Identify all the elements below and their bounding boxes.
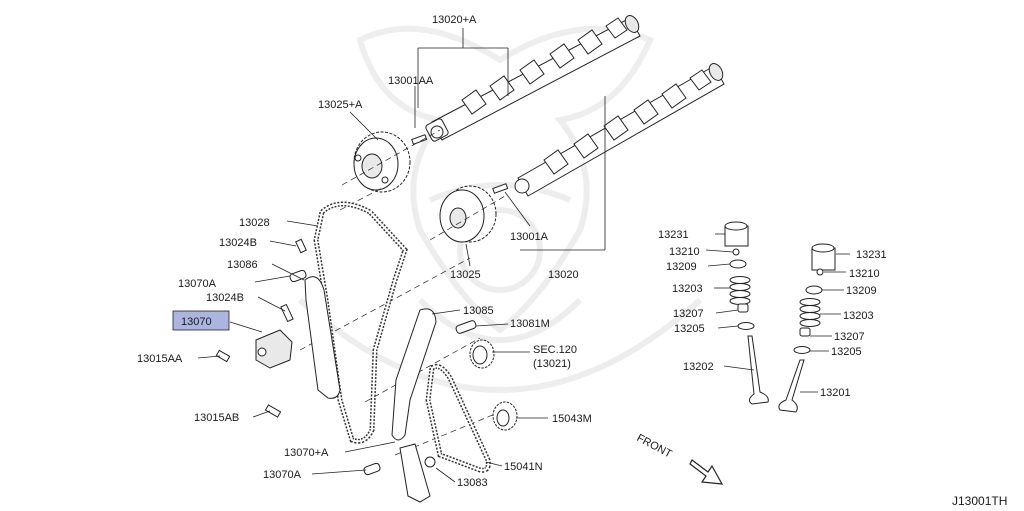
label-13205-left[interactable]: 13205 <box>674 323 705 335</box>
label-13086[interactable]: 13086 <box>227 259 258 271</box>
label-13209-right[interactable]: 13209 <box>846 285 877 297</box>
label-13083[interactable]: 13083 <box>457 477 488 489</box>
pin-13070a-2[interactable] <box>363 462 381 476</box>
label-13015aa[interactable]: 13015AA <box>137 353 183 365</box>
label-13020a[interactable]: 13020+A <box>432 14 477 26</box>
label-13025a[interactable]: 13025+A <box>318 99 363 111</box>
label-13201[interactable]: 13201 <box>820 387 851 399</box>
crank-sprocket-sec120[interactable] <box>469 339 495 369</box>
dowel-pin-13001aa[interactable] <box>411 134 428 145</box>
sprocket-13025a[interactable] <box>353 131 411 193</box>
tensioner-arm-13085[interactable] <box>391 308 437 441</box>
bolt-13015ab[interactable] <box>264 404 282 418</box>
label-13015ab[interactable]: 13015AB <box>194 412 239 424</box>
pin-13070a-1[interactable] <box>289 269 307 283</box>
diagram-code: J13001TH <box>952 494 1007 508</box>
label-13207-left[interactable]: 13207 <box>673 308 704 320</box>
label-13209-left[interactable]: 13209 <box>666 261 697 273</box>
label-13024b-1[interactable]: 13024B <box>219 237 257 249</box>
tensioner-13070pa[interactable] <box>399 443 431 503</box>
leader-lines <box>197 28 850 483</box>
oil-pump-sprocket-15043m[interactable] <box>492 401 518 431</box>
label-13001a[interactable]: 13001A <box>510 231 549 243</box>
label-13203-right[interactable]: 13203 <box>843 310 874 322</box>
bolt-13024b-2[interactable] <box>280 303 294 323</box>
label-13070a-1[interactable]: 13070A <box>178 278 217 290</box>
label-13081m[interactable]: 13081M <box>510 318 550 330</box>
label-13231-left[interactable]: 13231 <box>658 229 689 241</box>
label-13024b-2[interactable]: 13024B <box>206 292 244 304</box>
valve-assembly-left[interactable] <box>724 221 769 405</box>
highlight-13070[interactable] <box>172 310 230 331</box>
label-13028[interactable]: 13028 <box>239 217 270 229</box>
label-13210-right[interactable]: 13210 <box>849 268 880 280</box>
bolt-13024b-1[interactable] <box>295 238 307 254</box>
bolt-13015aa[interactable] <box>215 349 231 363</box>
label-13070a-2[interactable]: 13070A <box>263 469 302 481</box>
label-sec120[interactable]: SEC.120 <box>533 344 577 356</box>
front-indicator: FRONT <box>635 432 724 485</box>
label-13025[interactable]: 13025 <box>450 269 481 281</box>
guide-13081m[interactable] <box>455 320 477 334</box>
tensioner-13070[interactable] <box>255 329 293 369</box>
label-sec120-sub[interactable]: (13021) <box>533 358 571 370</box>
label-13001aa[interactable]: 13001AA <box>388 75 434 87</box>
valve-assembly-right[interactable] <box>778 243 836 413</box>
label-13203-left[interactable]: 13203 <box>672 283 703 295</box>
label-13231-right[interactable]: 13231 <box>856 249 887 261</box>
label-13085[interactable]: 13085 <box>463 305 494 317</box>
front-label: FRONT <box>635 432 674 461</box>
label-13207-right[interactable]: 13207 <box>834 331 865 343</box>
timing-chain-13028[interactable] <box>313 201 408 444</box>
bolt-13083[interactable] <box>424 456 436 468</box>
label-13205-right[interactable]: 13205 <box>831 346 862 358</box>
label-13070pa[interactable]: 13070+A <box>284 447 329 459</box>
front-arrow-icon <box>689 459 724 485</box>
label-13020[interactable]: 13020 <box>548 269 579 281</box>
label-15041n[interactable]: 15041N <box>504 461 543 473</box>
label-13070[interactable]: 13070 <box>181 316 212 328</box>
dowel-pin-13001a[interactable] <box>492 183 509 194</box>
label-15043m[interactable]: 15043M <box>552 413 592 425</box>
label-13210-left[interactable]: 13210 <box>669 246 700 258</box>
camshaft-lower[interactable] <box>514 61 726 197</box>
oil-pump-chain-15041n[interactable] <box>425 363 491 473</box>
label-13202[interactable]: 13202 <box>683 361 714 373</box>
chain-guide-13086[interactable] <box>304 276 341 399</box>
sprocket-13025[interactable] <box>439 185 497 243</box>
samurai-helmet-watermark-icon <box>297 25 703 393</box>
